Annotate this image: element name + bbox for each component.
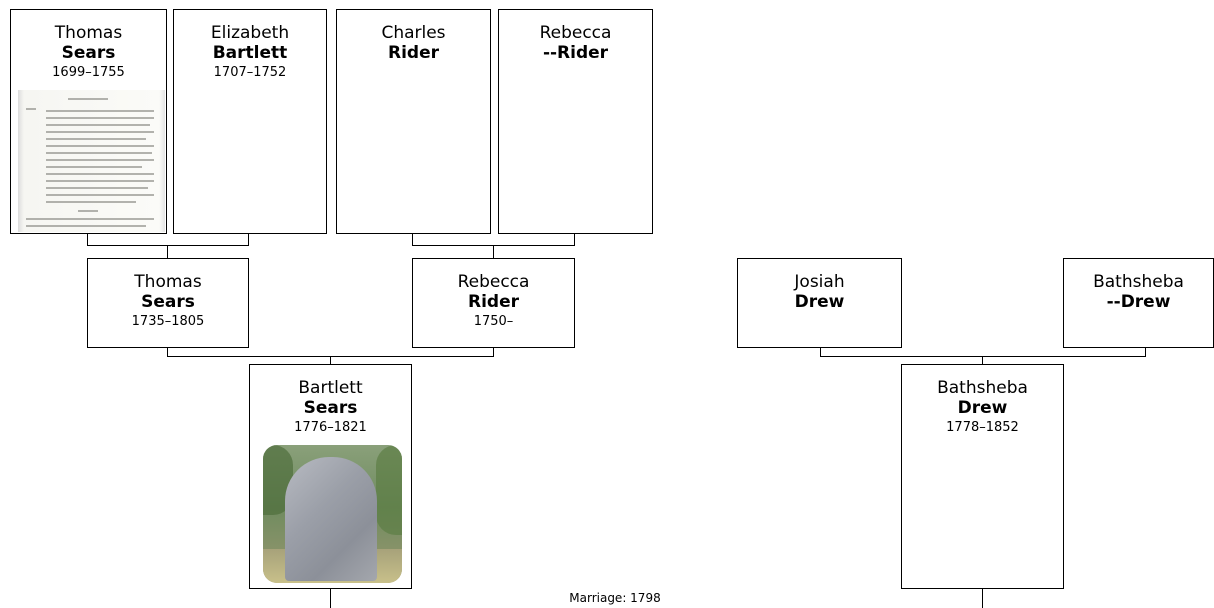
connector-line bbox=[87, 234, 88, 245]
person-card-charles-rider[interactable]: Charles Rider bbox=[336, 9, 491, 234]
person-card-josiah-drew[interactable]: Josiah Drew bbox=[737, 258, 902, 348]
given-name: Rebecca bbox=[539, 23, 612, 43]
surname: --Rider bbox=[542, 43, 609, 63]
gravestone-photo[interactable] bbox=[263, 445, 402, 583]
marriage-label: Marriage: 1798 bbox=[569, 591, 661, 605]
connector-line bbox=[820, 348, 821, 356]
surname: Drew bbox=[957, 398, 1008, 418]
surname: Sears bbox=[141, 292, 195, 312]
given-name: Rebecca bbox=[457, 272, 530, 292]
connector-line bbox=[982, 589, 983, 608]
given-name: Josiah bbox=[794, 272, 845, 292]
given-name: Charles bbox=[381, 23, 446, 43]
connector-line bbox=[982, 356, 983, 364]
life-dates: 1750– bbox=[473, 314, 514, 329]
given-name: Elizabeth bbox=[210, 23, 290, 43]
connector-line bbox=[330, 589, 331, 608]
person-card-bathsheba-drew-sr[interactable]: Bathsheba --Drew bbox=[1063, 258, 1214, 348]
life-dates: 1778–1852 bbox=[946, 420, 1019, 435]
connector-line bbox=[167, 245, 168, 258]
surname: Drew bbox=[794, 292, 845, 312]
given-name: Bartlett bbox=[298, 378, 363, 398]
person-card-elizabeth-bartlett[interactable]: Elizabeth Bartlett 1707–1752 bbox=[173, 9, 327, 234]
connector-line bbox=[412, 234, 413, 245]
person-card-rebecca-rider-sr[interactable]: Rebecca --Rider bbox=[498, 9, 653, 234]
person-card-thomas-sears-1735[interactable]: Thomas Sears 1735–1805 bbox=[87, 258, 249, 348]
connector-line bbox=[248, 234, 249, 245]
life-dates: 1699–1755 bbox=[52, 65, 125, 80]
connector-line bbox=[1145, 348, 1146, 356]
surname: --Drew bbox=[1106, 292, 1171, 312]
life-dates: 1776–1821 bbox=[294, 420, 367, 435]
life-dates: 1735–1805 bbox=[131, 314, 205, 329]
surname: Rider bbox=[388, 43, 439, 63]
given-name: Bathsheba bbox=[1093, 272, 1184, 292]
surname: Sears bbox=[303, 398, 358, 418]
person-card-bartlett-sears[interactable]: Bartlett Sears 1776–1821 bbox=[249, 364, 412, 589]
given-name: Bathsheba bbox=[937, 378, 1028, 398]
document-page-icon[interactable] bbox=[18, 90, 165, 232]
person-card-bathsheba-drew[interactable]: Bathsheba Drew 1778–1852 bbox=[901, 364, 1064, 589]
person-card-rebecca-rider-1750[interactable]: Rebecca Rider 1750– bbox=[412, 258, 575, 348]
surname: Bartlett bbox=[212, 43, 288, 63]
given-name: Thomas bbox=[134, 272, 202, 292]
connector-line bbox=[820, 356, 1146, 357]
connector-line bbox=[493, 245, 494, 258]
connector-line bbox=[167, 348, 168, 356]
connector-line bbox=[574, 234, 575, 245]
connector-line bbox=[493, 348, 494, 356]
connector-line bbox=[330, 356, 331, 364]
given-name: Thomas bbox=[54, 23, 123, 43]
person-card-thomas-sears-1699[interactable]: Thomas Sears 1699–1755 bbox=[10, 9, 167, 234]
life-dates: 1707–1752 bbox=[213, 65, 287, 80]
surname: Rider bbox=[468, 292, 519, 312]
connector-line bbox=[87, 245, 249, 246]
surname: Sears bbox=[61, 43, 116, 63]
